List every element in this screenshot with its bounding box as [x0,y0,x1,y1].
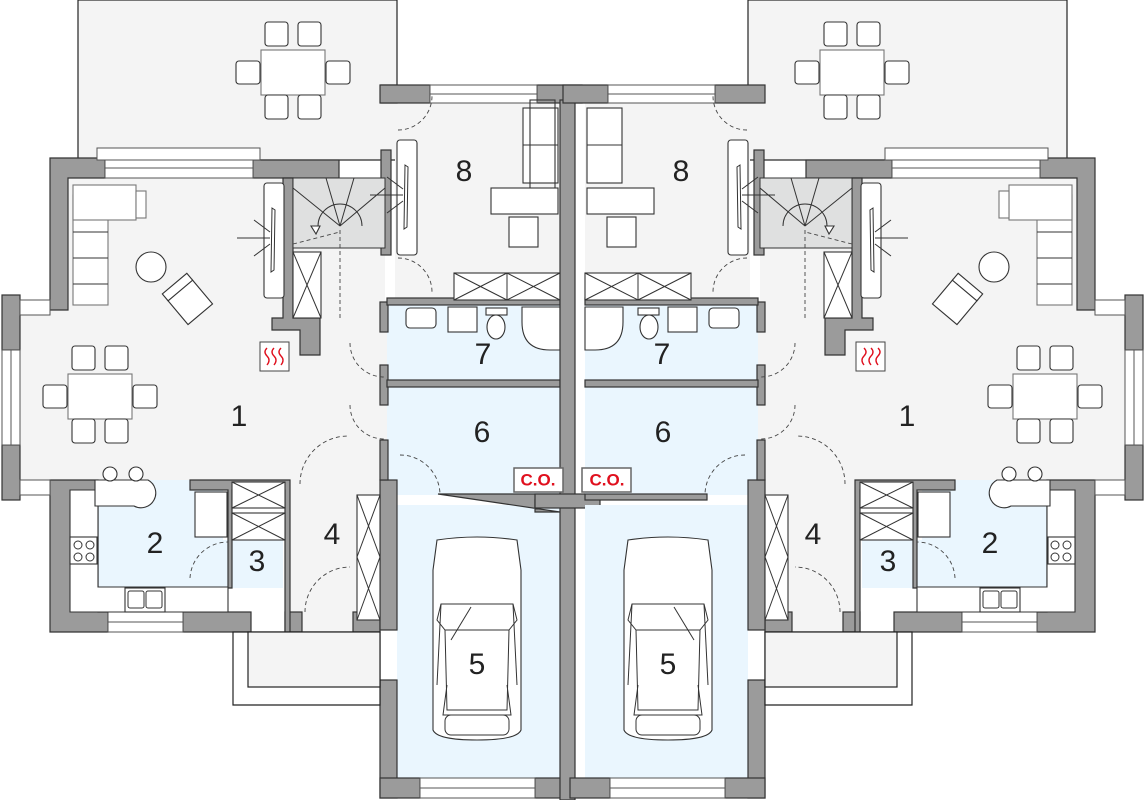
unit-right [562,0,1144,799]
unit-left [1,0,583,799]
coffee-table-icon [135,251,167,283]
wardrobe-icon [453,272,561,301]
room-labels-right: 1 2 3 4 5 6 7 8 C.O. [581,155,999,681]
room-labels-left: 1 2 3 4 5 6 7 8 C.O. [147,155,564,681]
party-wall [559,99,576,800]
fireplace-heater-icon [259,341,290,372]
co-badge-left [513,467,564,493]
room-label-8: 8 [456,155,473,188]
room-label-4: 4 [805,518,822,551]
co-badge-right [581,467,632,493]
car-icon [432,536,522,741]
armchair-icon [161,272,214,326]
sink-icon [124,587,166,613]
room-label-8: 8 [673,155,690,188]
room-label-6: 6 [474,416,491,449]
room-label-7: 7 [475,338,492,371]
wardrobe-icon [231,481,381,621]
room-label-7: 7 [654,338,671,371]
shower-icon [521,306,561,351]
toilet-icon [485,307,508,340]
room-label-5: 5 [469,648,486,681]
co-label-left: C.O. [521,470,556,489]
room-label-5: 5 [660,648,677,681]
room-label-2: 2 [147,527,164,560]
room-label-3: 3 [249,545,266,578]
stair-icon [292,177,386,249]
room-label-6: 6 [655,416,672,449]
sink-icon [405,307,437,329]
room-label-1: 1 [231,400,248,433]
stove-icon [69,536,98,565]
washer-icon [447,306,478,333]
room-label-2: 2 [982,527,999,560]
room-label-3: 3 [880,545,897,578]
chair-icon [508,216,539,248]
desk-icon [490,187,559,215]
room-label-1: 1 [899,400,916,433]
co-label-right: C.O. [590,470,625,489]
sofa-icon [72,184,147,306]
room-label-4: 4 [324,518,341,551]
sofa-icon [522,99,559,191]
